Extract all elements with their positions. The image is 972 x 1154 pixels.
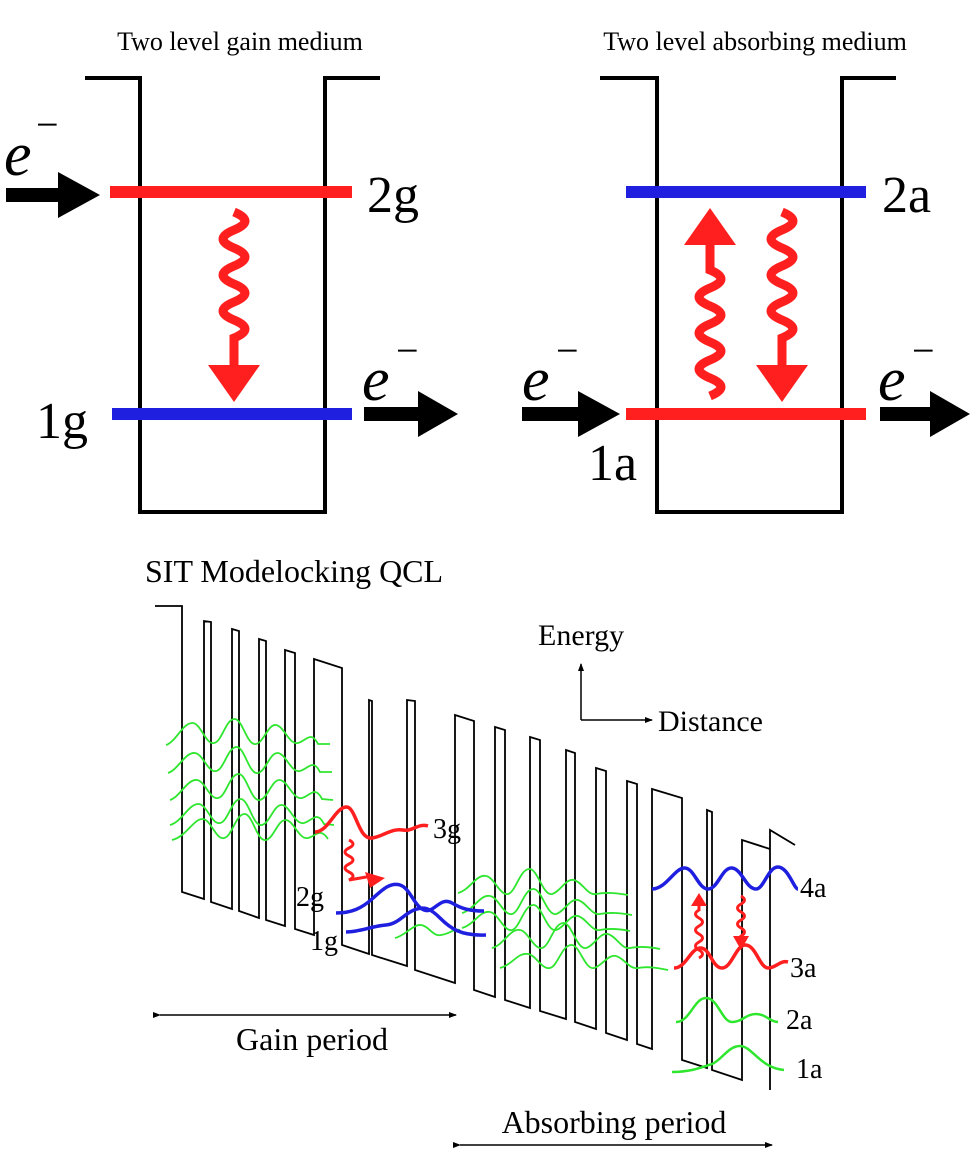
absorbing-medium-panel: Two level absorbing medium 2a 1a e − e −	[522, 27, 970, 514]
electron-out-sign: −	[396, 328, 419, 373]
abs-down-wave-icon	[736, 894, 746, 938]
qcl-title: SIT Modelocking QCL	[145, 553, 443, 589]
absorbing-medium-title: Two level absorbing medium	[603, 27, 907, 56]
wavefunction-2a	[675, 996, 779, 1024]
label-bottom-1g: 1g	[310, 926, 338, 957]
wavefunction-1g	[345, 906, 487, 937]
label-2a: 2a	[882, 167, 931, 224]
distance-label: Distance	[658, 705, 763, 738]
absorbing-period-label: Absorbing period	[502, 1104, 727, 1140]
label-bottom-2g: 2g	[296, 882, 324, 913]
gain-transition-arrowhead-icon	[365, 872, 385, 888]
gain-medium-panel: Two level gain medium 2g 1g e − e −	[4, 27, 458, 514]
gain-wavefunctions	[165, 718, 335, 841]
abs-up-arrowhead-icon	[691, 893, 707, 906]
electron-in-arrow-abs-icon	[522, 391, 620, 437]
label-4a: 4a	[800, 873, 827, 904]
label-1g: 1g	[36, 393, 88, 450]
electron-out-arrow-icon	[364, 391, 458, 437]
wavefunction-3g	[314, 805, 429, 840]
electron-out-arrow-abs-icon	[880, 391, 970, 437]
gain-medium-title: Two level gain medium	[117, 27, 363, 56]
absorption-wave-icon	[694, 245, 726, 401]
absorbing-well	[600, 76, 896, 514]
electron-in-sign: −	[36, 102, 59, 147]
label-2a-bottom: 2a	[786, 1005, 813, 1036]
emission-wave-icon	[218, 207, 250, 365]
stimulated-wave-icon	[766, 207, 798, 365]
label-3g: 3g	[433, 814, 461, 845]
electron-out-symbol-abs: e	[878, 346, 906, 414]
conduction-band-profile	[155, 605, 796, 1090]
electron-in-arrow-icon	[6, 172, 100, 218]
emission-arrowhead-icon	[208, 365, 260, 402]
wavefunction-4a	[651, 865, 799, 891]
label-3a: 3a	[790, 953, 817, 984]
wavefunction-2g	[335, 882, 485, 915]
absorption-arrowhead-icon	[684, 208, 736, 245]
absorbing-wavefunctions	[394, 868, 669, 971]
electron-in-sign-abs: −	[556, 328, 579, 373]
label-1a: 1a	[588, 435, 637, 492]
abs-down-arrowhead-icon	[733, 936, 749, 950]
energy-label: Energy	[538, 619, 624, 652]
stimulated-arrowhead-icon	[756, 365, 808, 402]
electron-in-symbol-abs: e	[522, 346, 550, 414]
gain-period-label: Gain period	[236, 1021, 388, 1057]
electron-in-symbol: e	[4, 121, 32, 189]
label-1a-bottom: 1a	[796, 1054, 823, 1085]
gain-transition-wave-icon	[343, 838, 373, 882]
gain-well	[85, 76, 380, 514]
electron-out-sign-abs: −	[912, 328, 935, 373]
abs-up-wave-icon	[694, 906, 704, 960]
wavefunction-1a	[671, 1044, 785, 1074]
electron-out-symbol: e	[362, 346, 390, 414]
label-2g: 2g	[367, 167, 419, 224]
qcl-band-panel: SIT Modelocking QCL Energy Distance	[145, 553, 827, 1148]
